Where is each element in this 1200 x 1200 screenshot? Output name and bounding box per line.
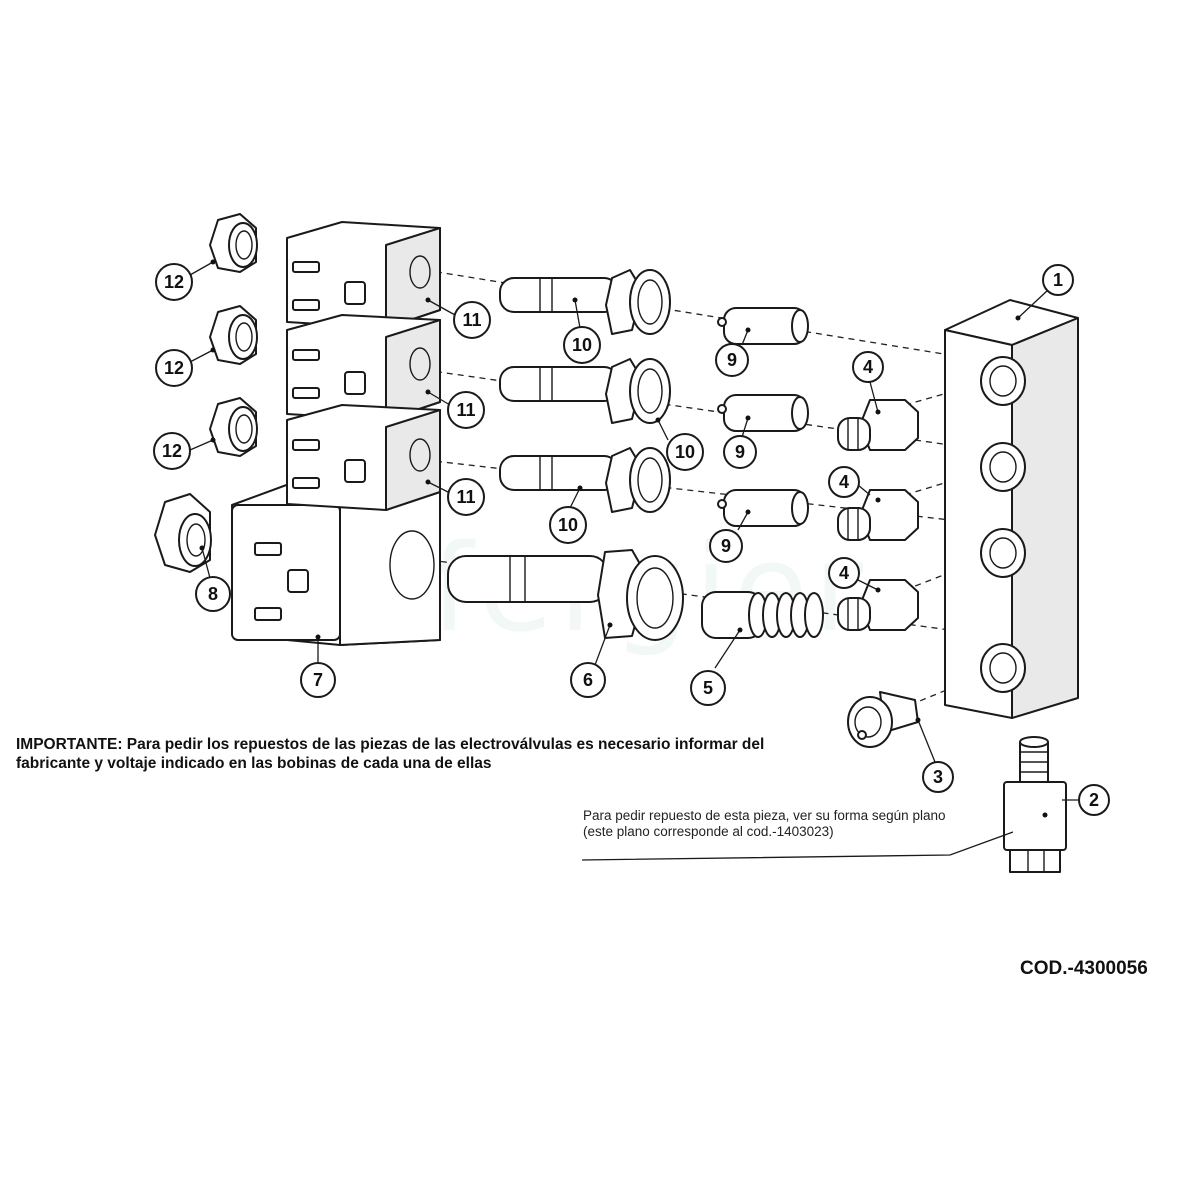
callout-4a: 4 (852, 351, 884, 383)
coil-small-1 (286, 221, 441, 329)
callout-8: 8 (195, 576, 231, 612)
callout-9c: 9 (709, 529, 743, 563)
svg-text:8: 8 (208, 584, 218, 604)
callout-4c: 4 (828, 557, 860, 589)
svg-text:10: 10 (572, 335, 592, 355)
svg-text:7: 7 (313, 670, 323, 690)
grease-nipple (847, 691, 919, 748)
svg-text:11: 11 (456, 400, 475, 420)
nut-large (154, 493, 212, 573)
callout-3: 3 (922, 761, 954, 793)
plunger-small-1 (717, 307, 809, 345)
spring-coils (748, 592, 824, 638)
callout-7: 7 (300, 662, 336, 698)
plunger-small-2 (717, 394, 809, 432)
svg-text:3: 3 (933, 767, 943, 787)
svg-text:10: 10 (558, 515, 578, 535)
callout-11a: 11 (453, 301, 491, 339)
callout-9a: 9 (715, 343, 749, 377)
svg-text:9: 9 (721, 536, 731, 556)
svg-text:2: 2 (1089, 790, 1099, 810)
nut-small-3 (209, 397, 258, 457)
svg-text:9: 9 (735, 442, 745, 462)
callout-11c: 11 (447, 478, 485, 516)
callout-5: 5 (690, 670, 726, 706)
svg-text:12: 12 (164, 358, 184, 378)
callout-10b: 10 (666, 433, 704, 471)
callout-6: 6 (570, 662, 606, 698)
armature-tube-2 (499, 358, 671, 424)
threaded-adapter (1003, 736, 1067, 873)
callout-11b: 11 (447, 391, 485, 429)
callout-1: 1 (1042, 264, 1074, 296)
product-code: COD.-4300056 (1020, 958, 1148, 979)
replacement-note: Para pedir repuesto de esta pieza, ver s… (583, 808, 946, 839)
svg-text:6: 6 (583, 670, 593, 690)
callout-12b: 12 (155, 349, 193, 387)
plunger-spring (701, 591, 824, 639)
svg-text:11: 11 (456, 487, 475, 507)
svg-text:11: 11 (462, 310, 481, 330)
svg-text:9: 9 (727, 350, 737, 370)
plunger-small-3 (717, 489, 809, 527)
svg-text:4: 4 (839, 563, 849, 583)
manifold-ports (980, 356, 1026, 693)
svg-text:4: 4 (863, 357, 873, 377)
svg-text:4: 4 (839, 472, 849, 492)
hose-barb-1 (837, 399, 919, 451)
nut-small-1 (209, 213, 258, 273)
svg-text:12: 12 (164, 272, 184, 292)
callout-12c: 12 (153, 432, 191, 470)
nut-small-2 (209, 305, 258, 365)
callout-10c: 10 (549, 506, 587, 544)
leader-lines (189, 259, 1080, 861)
coil-small-2 (286, 314, 441, 421)
callout-2: 2 (1078, 784, 1110, 816)
callout-12a: 12 (155, 263, 193, 301)
svg-text:10: 10 (675, 442, 695, 462)
callout-9b: 9 (723, 435, 757, 469)
svg-text:5: 5 (703, 678, 713, 698)
coil-large (231, 479, 441, 646)
armature-tube-3 (499, 447, 671, 513)
callout-4b: 4 (828, 466, 860, 498)
svg-text:1: 1 (1053, 270, 1063, 290)
hose-barb-3 (837, 579, 919, 631)
important-note: IMPORTANTE: Para pedir los repuestos de … (16, 736, 765, 772)
hose-barb-2 (837, 489, 919, 541)
armature-tube-1 (499, 269, 671, 335)
manifold-block (944, 299, 1079, 719)
svg-text:12: 12 (162, 441, 182, 461)
callout-10a: 10 (563, 326, 601, 364)
armature-tube-large (447, 549, 684, 641)
coil-small-3 (286, 404, 441, 511)
